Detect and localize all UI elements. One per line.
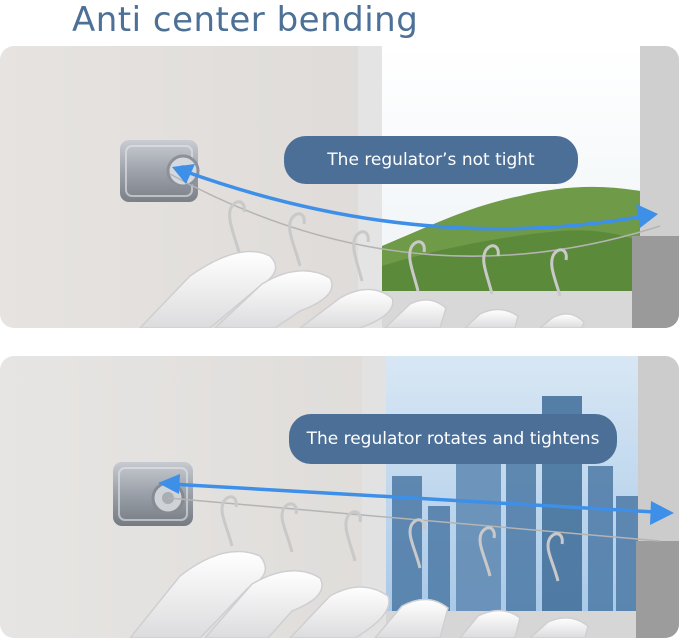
page-title: Anti center bending bbox=[72, 0, 419, 40]
panel-loose: The regulator’s not tight bbox=[0, 46, 679, 328]
taut-line bbox=[167, 497, 661, 542]
panel-tight: The regulator rotates and tightens bbox=[0, 356, 679, 638]
loose-scene-illustration bbox=[0, 46, 679, 328]
sagging-line bbox=[169, 173, 661, 257]
hanger-shapes bbox=[138, 250, 585, 328]
hanger-hooks bbox=[220, 495, 564, 582]
double-arrow-icon bbox=[172, 164, 658, 231]
caption-bubble-tight: The regulator rotates and tightens bbox=[289, 414, 617, 464]
double-arrow-icon bbox=[158, 474, 674, 525]
tight-scene-illustration bbox=[0, 356, 679, 638]
hanger-shapes bbox=[129, 550, 589, 638]
caption-bubble-loose: The regulator’s not tight bbox=[284, 136, 578, 184]
hanger-hooks bbox=[228, 200, 568, 297]
